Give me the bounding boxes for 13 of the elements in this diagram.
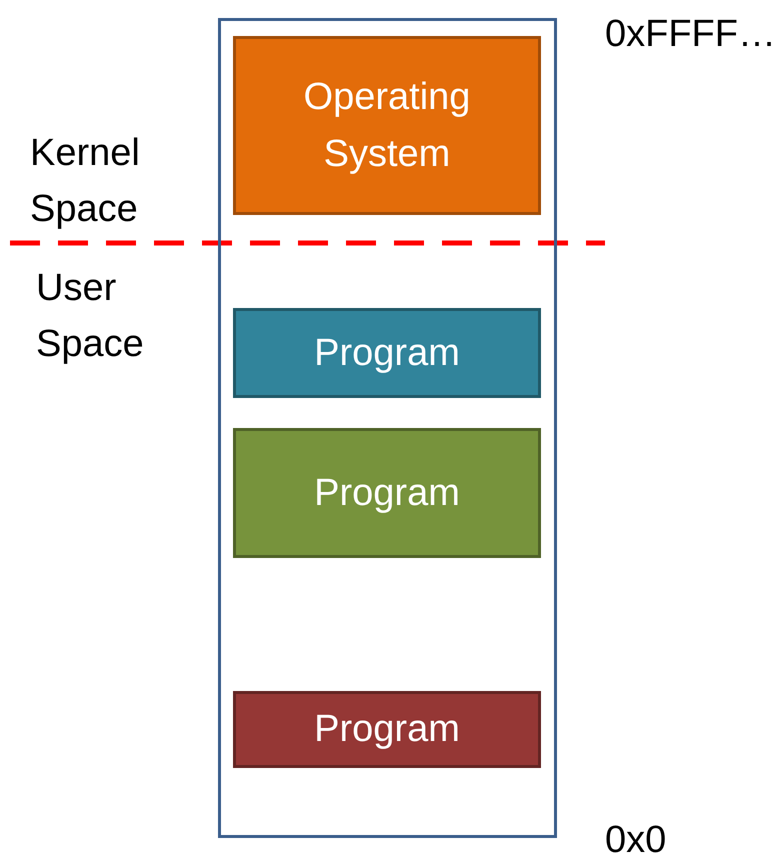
block-label: Program bbox=[314, 330, 460, 376]
region-label: Kernel Space bbox=[30, 131, 141, 232]
memory-column bbox=[218, 18, 557, 838]
region-label: User Space bbox=[36, 266, 145, 367]
block-label: Program bbox=[314, 470, 460, 516]
address-label: 0xFFFF… bbox=[605, 12, 775, 57]
memory-block bbox=[233, 308, 541, 398]
block-label: Operating System bbox=[302, 74, 472, 176]
block-label: Program bbox=[314, 707, 460, 752]
address-label: 0x0 bbox=[605, 818, 668, 859]
memory-block bbox=[233, 691, 541, 768]
memory-block bbox=[233, 428, 541, 558]
memory-block bbox=[233, 36, 541, 215]
